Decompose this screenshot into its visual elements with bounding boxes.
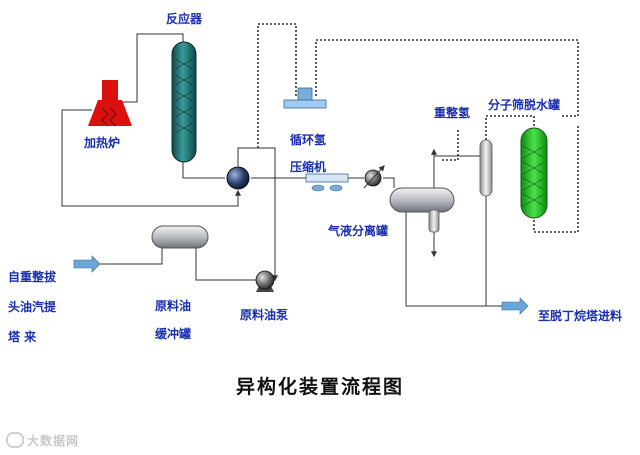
- label-furnace: 加热炉: [84, 136, 121, 150]
- label-feed-pump: 原料油泵: [240, 308, 289, 322]
- label-dryer: 分子筛脱水罐: [488, 98, 561, 112]
- label-reactor: 反应器: [166, 12, 203, 26]
- vent-column: [479, 139, 493, 197]
- gas-liquid-separator: [389, 187, 455, 233]
- label-feed-source-2: 头油汽提: [8, 300, 57, 314]
- line-separator-to-vent: [433, 155, 486, 188]
- label-reforming-hydrogen: 重整氢: [434, 106, 471, 120]
- recycle-hydrogen-compressor: [283, 87, 327, 109]
- product-outlet-arrow: [501, 297, 529, 315]
- line-reforming-hydrogen: [442, 130, 459, 161]
- feed-inlet-arrow: [73, 255, 101, 273]
- line-recycle-hydrogen-loop: [257, 23, 297, 148]
- process-lines: [61, 33, 502, 307]
- furnace: [88, 80, 132, 127]
- hydrogen-lines: [257, 23, 579, 233]
- control-valve: [363, 165, 385, 189]
- line-dryer-bottom: [533, 124, 579, 233]
- label-recycle-hydrogen: 循环氢: [290, 133, 327, 147]
- line-pump-to-exchanger: [237, 147, 278, 282]
- label-compressor: 压缩机: [290, 160, 327, 174]
- feed-pump: [255, 270, 275, 292]
- line-reactor-to-exchanger: [182, 160, 225, 179]
- label-feed-source-1: 自重整拔: [8, 270, 57, 284]
- label-feed-source-3: 塔 来: [8, 330, 37, 344]
- line-recycle-hydrogen-main: [315, 39, 579, 117]
- line-cooler-to-separator: [383, 177, 395, 188]
- air-cooler: [305, 173, 349, 192]
- line-buffer-to-pump: [195, 248, 256, 281]
- label-buffer-tank-2: 缓冲罐: [155, 327, 192, 341]
- label-product-outlet: 至脱丁烷塔进料: [538, 309, 623, 323]
- molecular-sieve-dryer: [520, 127, 548, 219]
- feed-buffer-tank: [151, 225, 209, 249]
- watermark: 大数据网: [6, 432, 79, 449]
- line-exchanger-to-furnace: [61, 109, 241, 207]
- page-title: 异构化装置流程图: [235, 376, 404, 398]
- label-buffer-tank-1: 原料油: [155, 299, 192, 313]
- heat-exchanger: [226, 166, 250, 190]
- label-separator: 气液分离罐: [328, 224, 389, 238]
- reactor: [171, 41, 197, 163]
- line-separator-to-outlet: [405, 212, 502, 307]
- line-dryer-top: [485, 115, 535, 140]
- watermark-text: 大数据网: [27, 434, 80, 448]
- watermark-logo-icon: [6, 432, 24, 448]
- line-feed-to-buffer: [100, 248, 163, 265]
